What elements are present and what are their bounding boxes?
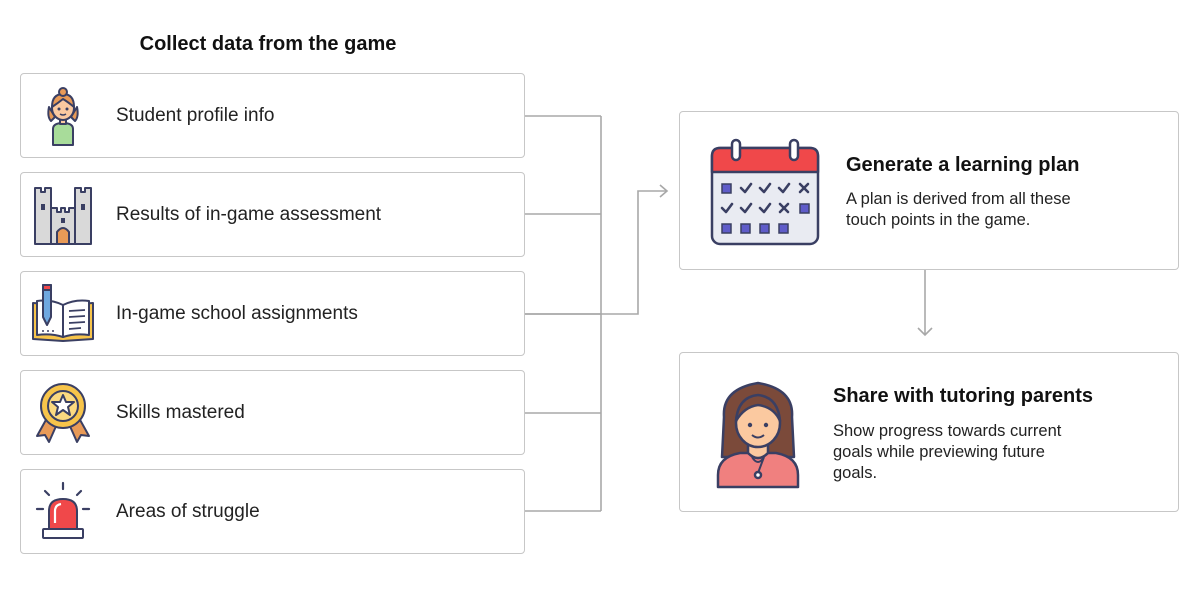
share-description: Show progress towards current goals whil…: [833, 421, 1061, 484]
source-card-assessment: Results of in-game assessment: [20, 172, 525, 257]
alarm-siren-icon: [31, 479, 95, 543]
source-label: Results of in-game assessment: [116, 203, 382, 225]
calendar-checklist-icon: [708, 136, 820, 253]
source-card-struggle: Areas of struggle: [20, 469, 525, 554]
share-card: Share with tutoring parents Show progres…: [679, 352, 1179, 512]
section-heading: Collect data from the game: [139, 33, 397, 55]
source-label: Skills mastered: [116, 401, 245, 423]
source-card-student-profile: Student profile info: [20, 73, 525, 158]
student-girl-icon: [31, 83, 95, 147]
source-label: Areas of struggle: [116, 500, 260, 522]
source-label: In-game school assignments: [116, 302, 358, 324]
medal-star-icon: [31, 380, 95, 444]
woman-avatar-icon: [714, 377, 802, 494]
source-card-skills: Skills mastered: [20, 370, 525, 455]
learning-plan-card: Generate a learning plan A plan is deriv…: [679, 111, 1179, 270]
share-description-line: Show progress towards current: [833, 422, 1062, 440]
plan-description: A plan is derived from all these touch p…: [846, 189, 1071, 231]
share-description-line: goals.: [833, 464, 878, 482]
notebook-pencil-icon: [31, 281, 95, 345]
plan-title: Generate a learning plan: [846, 154, 1080, 176]
source-label: Student profile info: [116, 104, 275, 126]
share-description-line: goals while previewing future: [833, 443, 1045, 461]
share-title: Share with tutoring parents: [833, 385, 1094, 407]
castle-icon: [31, 182, 95, 246]
source-card-assignments: In-game school assignments: [20, 271, 525, 356]
plan-description-line: touch points in the game.: [846, 211, 1031, 229]
plan-description-line: A plan is derived from all these: [846, 190, 1071, 208]
